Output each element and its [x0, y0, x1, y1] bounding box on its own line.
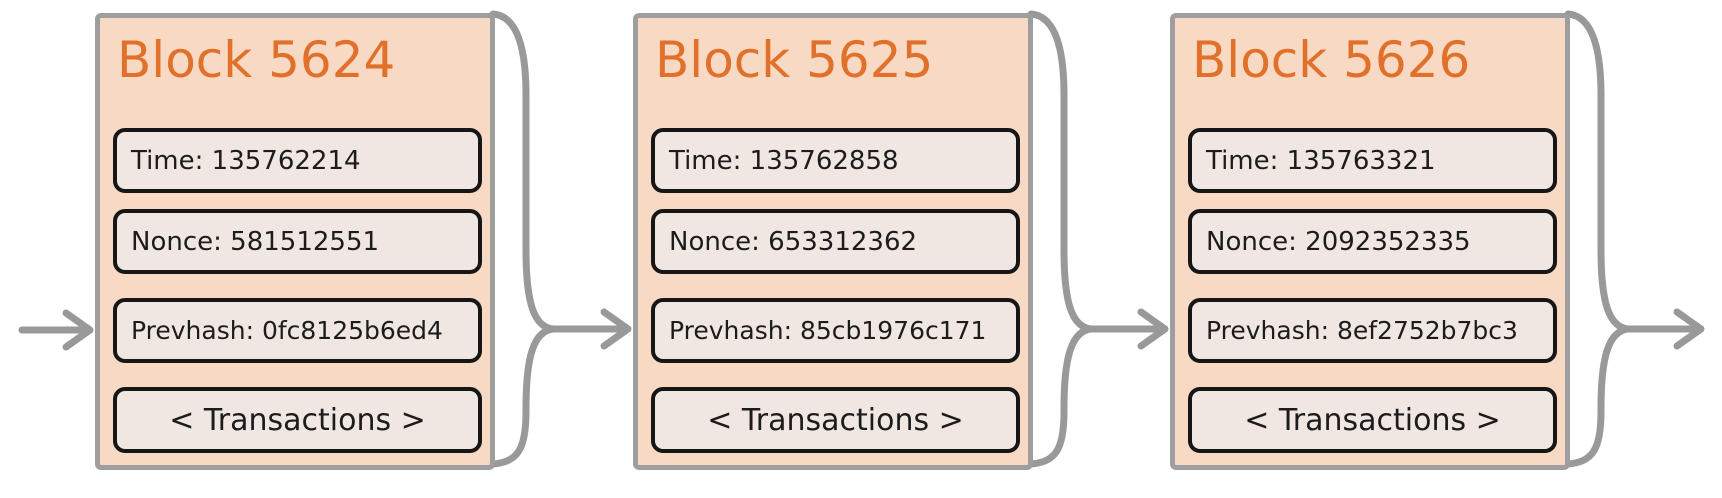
arrow-block-1-to-2: [549, 308, 632, 350]
block-title: Block 5625: [655, 31, 934, 89]
block-5624: Block 5624 Time: 135762214 Nonce: 581512…: [95, 13, 495, 470]
transactions-button[interactable]: < Transactions >: [1188, 387, 1557, 453]
time-field: Time: 135763321: [1188, 128, 1557, 193]
prevhash-field: Prevhash: 85cb1976c171: [651, 298, 1020, 363]
prevhash-field: Prevhash: 8ef2752b7bc3: [1188, 298, 1557, 363]
arrow-block-2-to-3: [1087, 308, 1169, 350]
time-field: Time: 135762214: [113, 128, 482, 193]
nonce-field: Nonce: 581512551: [113, 209, 482, 274]
transactions-button[interactable]: < Transactions >: [113, 387, 482, 453]
nonce-field: Nonce: 2092352335: [1188, 209, 1557, 274]
brace-block-3: [1564, 10, 1632, 468]
nonce-field: Nonce: 653312362: [651, 209, 1020, 274]
block-title: Block 5624: [117, 31, 396, 89]
arrow-into-block-1: [18, 309, 94, 351]
brace-block-2: [1027, 10, 1095, 468]
arrow-out-of-block-3: [1624, 308, 1705, 350]
transactions-button[interactable]: < Transactions >: [651, 387, 1020, 453]
prevhash-field: Prevhash: 0fc8125b6ed4: [113, 298, 482, 363]
time-field: Time: 135762858: [651, 128, 1020, 193]
block-title: Block 5626: [1192, 31, 1471, 89]
block-5625: Block 5625 Time: 135762858 Nonce: 653312…: [633, 13, 1033, 470]
brace-block-1: [489, 10, 557, 468]
block-5626: Block 5626 Time: 135763321 Nonce: 209235…: [1170, 13, 1570, 470]
